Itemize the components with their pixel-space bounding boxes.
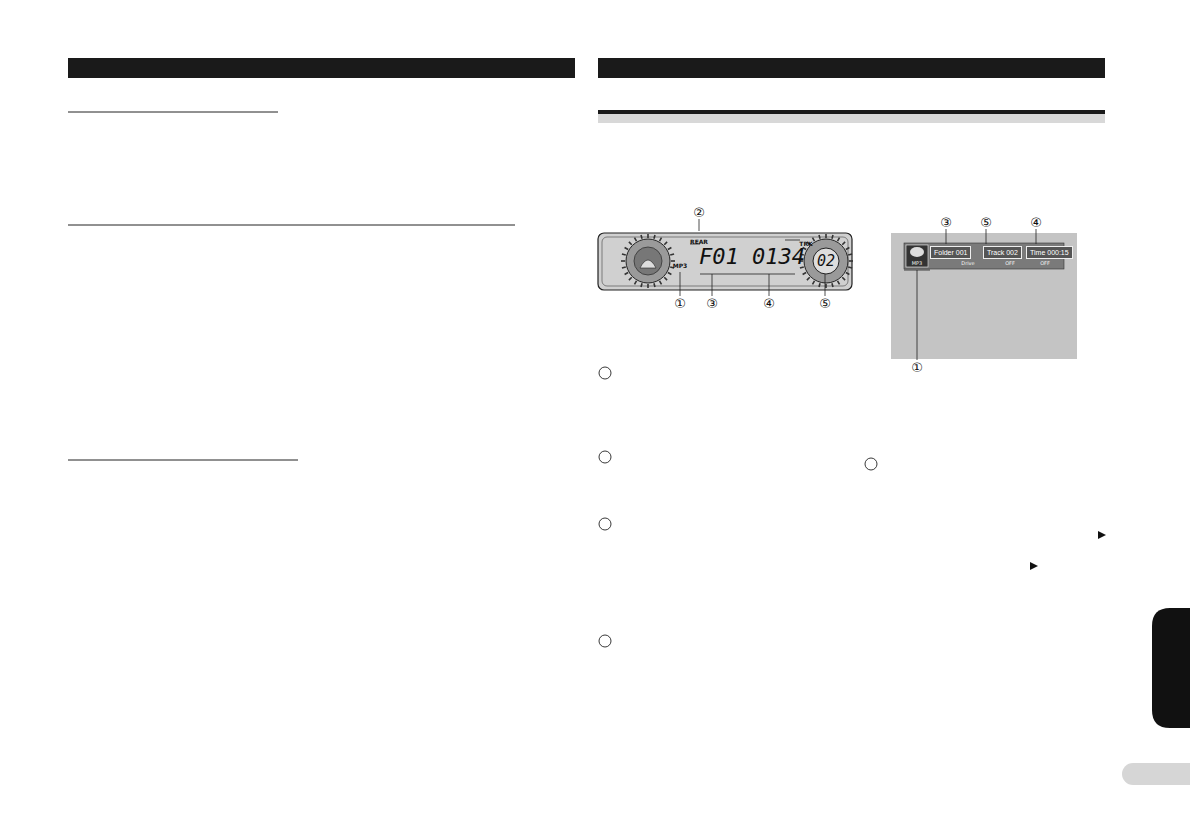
callout-number: ⑤ [819, 297, 831, 310]
header-bar [598, 58, 1105, 78]
screen-display [891, 233, 1077, 359]
indicator-text: MP3 [912, 261, 923, 266]
play-symbol [1098, 531, 1106, 539]
heading-underline [68, 112, 278, 113]
subheading-band [598, 114, 1105, 123]
field-text: Time 000:15 [1030, 249, 1069, 256]
callout-number: ④ [1030, 216, 1042, 229]
heading-underline [68, 460, 298, 461]
callout-number: ⑤ [980, 216, 992, 229]
segment-readout: 02 [817, 254, 835, 269]
leader-lines [904, 229, 1036, 360]
page-number-pill [1122, 763, 1190, 785]
callout-number: ① [911, 361, 923, 374]
callout-number: ② [693, 206, 705, 219]
screen-field: Folder 001 [930, 246, 971, 259]
screen-text: OFF [1040, 261, 1050, 266]
screen-field: Track 002 [983, 246, 1022, 259]
section-tab [1152, 608, 1190, 728]
field-text: Track 002 [987, 249, 1018, 256]
play-symbol [1030, 562, 1038, 570]
heading-underline [68, 225, 515, 226]
callout-number: ③ [940, 216, 952, 229]
indicator-text: REAR [690, 239, 708, 245]
screen-text: OFF [1005, 261, 1015, 266]
callout-circle [599, 367, 877, 647]
indicator-text: MP3 [673, 263, 688, 269]
header-bar [68, 58, 575, 78]
leader-lines [680, 219, 825, 296]
lcd-display [598, 233, 852, 290]
callout-number: ④ [763, 297, 775, 310]
indicator-text: TRK [799, 241, 812, 247]
callout-number: ③ [706, 297, 718, 310]
screen-text: Drive [961, 261, 974, 266]
segment-readout: F01 0134 [699, 246, 805, 268]
screen-field: Time 000:15 [1026, 246, 1073, 259]
field-text: Folder 001 [934, 249, 967, 256]
subheading-rule [598, 110, 1105, 114]
level-ticks [621, 234, 853, 288]
callout-number: ① [674, 297, 686, 310]
